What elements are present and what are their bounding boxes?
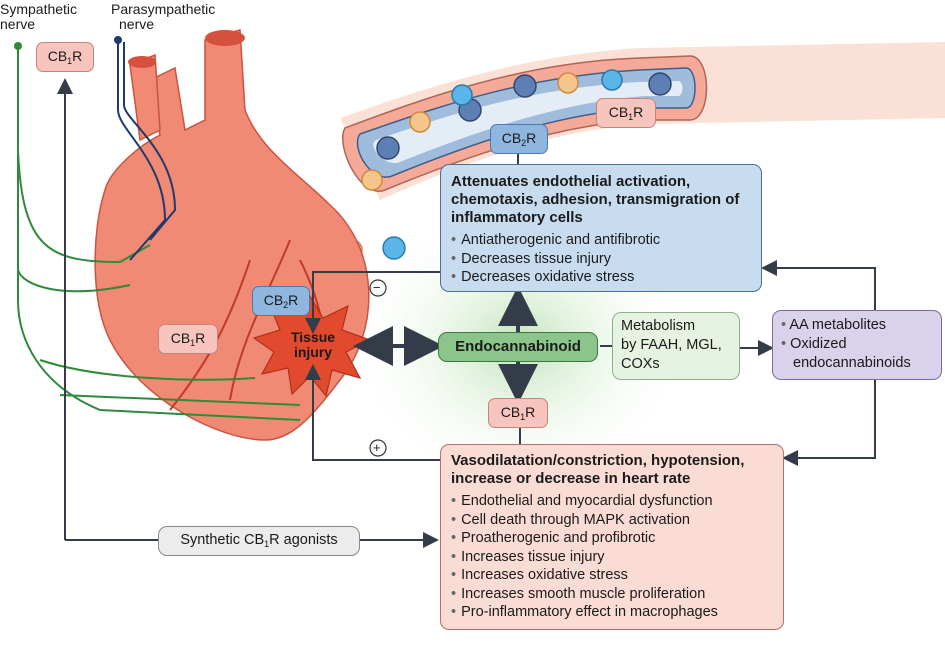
list-item: Pro-inflammatory effect in macrophages xyxy=(451,603,773,622)
cb2-effects-box: Attenuates endothelial activation, chemo… xyxy=(440,164,762,292)
cb1-receptor-top: CB1R xyxy=(36,42,94,72)
metabolites-box: • AA metabolites • Oxidized endocannabin… xyxy=(772,310,942,380)
plus-sign: + xyxy=(373,440,381,455)
parasympathetic-nerve-label: Parasympathetic nerve xyxy=(111,1,216,32)
main-arrows xyxy=(353,286,538,404)
metabolism-box: Metabolism by FAAH, MGL, COXs xyxy=(612,312,740,380)
cb1-effects-list: Endothelial and myocardial dysfunction C… xyxy=(451,492,773,622)
sympathetic-nerve-label: Sympathetic nerve xyxy=(0,1,78,32)
cb1-effects-heading: Vasodilatation/constriction, hypotension… xyxy=(451,452,745,487)
cb1-receptor-heart: CB1R xyxy=(158,324,218,354)
list-item: Proatherogenic and profibrotic xyxy=(451,529,773,548)
list-item: Decreases oxidative stress xyxy=(451,268,751,287)
cb1-receptor-vessel: CB1R xyxy=(596,98,656,128)
list-item: Cell death through MAPK activation xyxy=(451,511,773,530)
cb2-receptor-vessel: CB2R xyxy=(490,124,548,154)
minus-sign: − xyxy=(373,280,381,295)
cb1-receptor-center: CB1R xyxy=(488,398,548,428)
minus-circle xyxy=(369,279,387,297)
synthetic-agonists-box: Synthetic CB1R agonists xyxy=(158,526,360,556)
plus-circle xyxy=(369,439,387,457)
sympathetic-nerve xyxy=(17,48,301,421)
cb2-effects-list: Antiatherogenic and antifibrotic Decreas… xyxy=(451,231,751,287)
cb2-receptor-heart: CB2R xyxy=(252,286,310,316)
list-item: Increases oxidative stress xyxy=(451,566,773,585)
cb1-effects-box: Vasodilatation/constriction, hypotension… xyxy=(440,444,784,630)
endocannabinoid-box: Endocannabinoid xyxy=(438,332,598,362)
sympathetic-nerve-end xyxy=(14,42,22,50)
list-item: Increases tissue injury xyxy=(451,548,773,567)
vessel-cells xyxy=(361,69,672,191)
parasympathetic-nerve-end xyxy=(114,36,122,44)
list-item: Increases smooth muscle proliferation xyxy=(451,585,773,604)
tissue-injury-label: Tissue injury xyxy=(290,329,336,360)
cb2-effects-heading: Attenuates endothelial activation, chemo… xyxy=(451,173,740,226)
list-item: Decreases tissue injury xyxy=(451,250,751,269)
parasympathetic-nerve xyxy=(117,42,177,261)
list-item: Endothelial and myocardial dysfunction xyxy=(451,492,773,511)
list-item: Antiatherogenic and antifibrotic xyxy=(451,231,751,250)
